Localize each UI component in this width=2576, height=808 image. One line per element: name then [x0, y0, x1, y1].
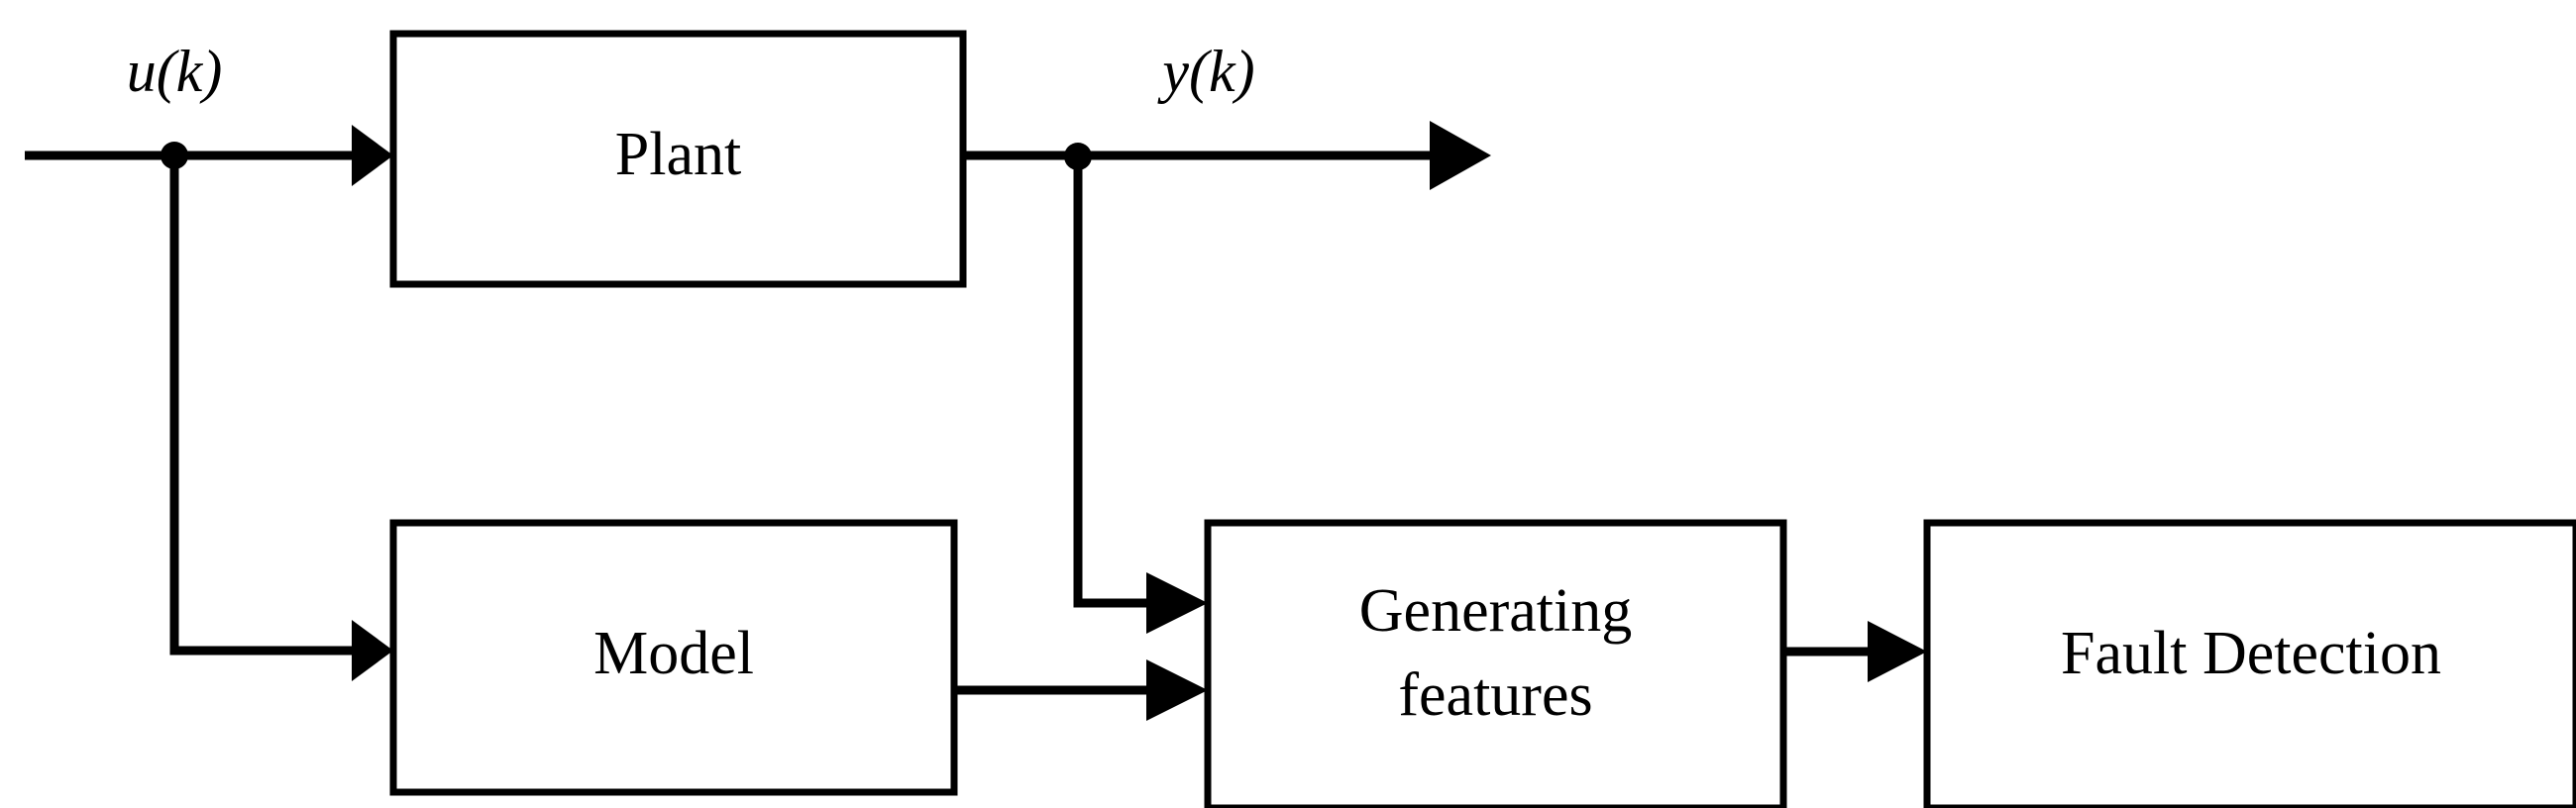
connector-u-branch-to-model [169, 155, 393, 681]
junction-dot-y [1064, 143, 1092, 170]
connector-plant-to-output [963, 121, 1491, 190]
arrow-head-plant-output [1430, 121, 1491, 190]
connector-y-branch-to-features [1073, 156, 1208, 634]
block-model-rect[interactable] [389, 519, 958, 796]
block-generating-features-label-line2: features [1398, 661, 1592, 729]
wire-u-branch [169, 155, 352, 656]
block-generating-features[interactable]: Generating features [1204, 519, 1787, 808]
block-fault-detection-rect[interactable] [1923, 519, 2576, 808]
block-plant-label: Plant [615, 121, 741, 188]
arrow-head-model-to-features [1146, 659, 1208, 721]
block-fault-detection-label: Fault Detection [2061, 620, 2441, 687]
connector-model-to-features [954, 659, 1208, 721]
block-plant[interactable]: Plant [389, 30, 967, 288]
arrow-head-u-branch-to-model [352, 620, 393, 681]
block-generating-features-label-line1: Generating [1359, 577, 1632, 645]
block-fault-detection[interactable]: Fault Detection [1923, 519, 2576, 808]
block-plant-rect[interactable] [389, 30, 967, 288]
signal-label-u: u(k) [127, 39, 223, 104]
arrow-head-y-branch-to-features [1146, 572, 1208, 634]
signal-label-y: y(k) [1156, 39, 1254, 104]
block-model-label: Model [593, 620, 754, 687]
junction-dot-u [161, 142, 188, 169]
wire-y-branch [1073, 156, 1146, 608]
block-model[interactable]: Model [389, 519, 958, 796]
connector-features-to-fault-detection [1783, 621, 1927, 682]
block-generating-features-rect[interactable] [1204, 519, 1787, 808]
arrow-head-input-to-plant [352, 125, 393, 186]
arrow-head-features-to-fault [1868, 621, 1927, 682]
